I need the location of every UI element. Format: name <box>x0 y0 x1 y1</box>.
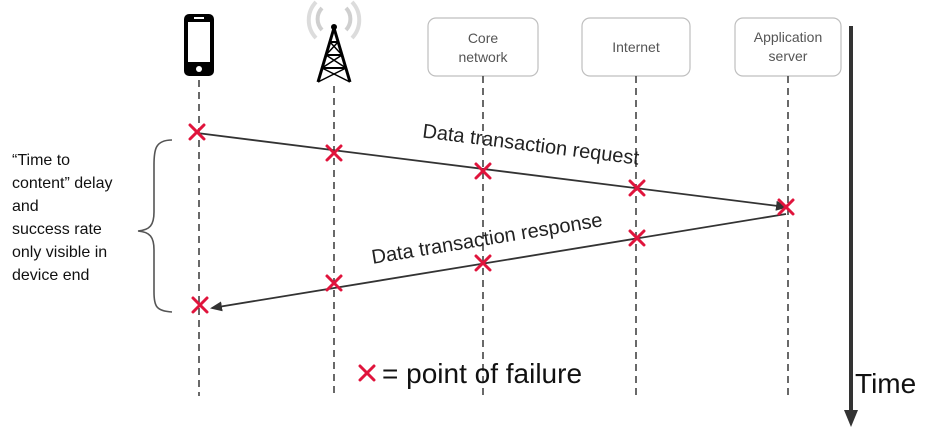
application-server-label-line1: Application <box>754 29 823 45</box>
failure-x-icon <box>628 179 646 197</box>
legend-text: = point of failure <box>382 358 582 389</box>
legend: = point of failure <box>358 358 582 389</box>
side-note: “Time to content” delay and success rate… <box>12 152 113 284</box>
smartphone-icon <box>184 14 214 76</box>
failure-x-icon <box>191 296 209 314</box>
failure-x-icon <box>358 364 376 382</box>
cell-tower-icon <box>306 0 362 83</box>
time-arrowhead <box>844 410 858 427</box>
failure-x-icon <box>188 123 206 141</box>
time-axis: Time <box>844 26 916 427</box>
failure-markers <box>188 123 795 314</box>
failure-x-icon <box>628 229 646 247</box>
core-network-label-line1: Core <box>468 30 499 46</box>
participant-phone <box>184 14 214 76</box>
core-network-label-line2: network <box>458 49 508 65</box>
participant-application-server: Application server <box>734 17 842 77</box>
application-server-label-line2: server <box>769 48 808 64</box>
failure-x-icon <box>325 144 343 162</box>
participant-internet: Internet <box>581 17 691 77</box>
response-arrow <box>210 213 787 312</box>
request-arrow <box>196 132 788 211</box>
side-note-line: content” delay <box>12 175 113 192</box>
failure-x-icon <box>777 198 795 216</box>
failure-x-icon <box>325 274 343 292</box>
side-note-line: device end <box>12 267 89 284</box>
side-note-line: “Time to <box>12 152 70 169</box>
internet-label: Internet <box>612 39 660 55</box>
side-note-line: only visible in <box>12 244 107 261</box>
curly-brace <box>137 139 173 313</box>
side-note-line: success rate <box>12 221 102 238</box>
side-note-line: and <box>12 198 39 215</box>
participant-core-network: Core network <box>427 17 539 77</box>
participant-tower <box>306 0 362 83</box>
failure-x-icon <box>474 254 492 272</box>
time-label: Time <box>855 368 916 399</box>
request-label: Data transaction request <box>421 120 640 169</box>
failure-x-icon <box>474 162 492 180</box>
